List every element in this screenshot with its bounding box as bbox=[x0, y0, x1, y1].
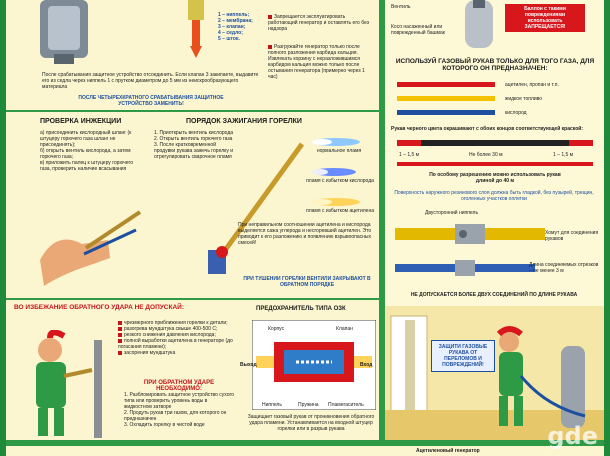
blue-hose-connection-illustration bbox=[395, 258, 535, 278]
flame-oxygen-label: пламя с избытком кислорода bbox=[306, 178, 374, 184]
hose-legend-acetylene: ацетилен, пропан и т.п. bbox=[505, 82, 559, 88]
cylinder-label-shoe: Косо насаженный или поврежденный башмак bbox=[391, 24, 445, 36]
worker-welding-illustration bbox=[24, 329, 110, 438]
hose-red-stripe bbox=[397, 82, 495, 87]
warning-text-1: Запрещается эксплуатировать работающий г… bbox=[268, 14, 369, 32]
hose-blue-stripe bbox=[397, 110, 495, 115]
fuse-label-spring: Пружина bbox=[298, 402, 319, 408]
backfire-items: чрезмерного приближения горелки к детали… bbox=[118, 320, 233, 356]
hand-with-torch-illustration bbox=[36, 200, 144, 288]
fuse-diagram bbox=[251, 319, 377, 411]
special-permit-note: По особому разрешению можно использовать… bbox=[429, 172, 561, 184]
bullet-icon bbox=[118, 338, 122, 343]
extinguish-note: ПРИ ТУШЕНИИ ГОРЕЛКИ ВЕНТИЛИ ЗАКРЫВАЮТ В … bbox=[243, 276, 371, 288]
flame-acetylene-label: пламя с избытком ацетилена bbox=[306, 208, 374, 214]
bottom-divider bbox=[6, 440, 604, 446]
hose-black-note: Рукав черного цвета окрашивают с обоих к… bbox=[391, 126, 584, 132]
section-divider bbox=[6, 110, 379, 112]
dim-middle: Не более 30 м bbox=[469, 152, 503, 158]
nipple-label: Двусторонний ниппель bbox=[425, 210, 479, 216]
bullet-icon bbox=[118, 350, 122, 355]
cylinder-label-valve: Вентиль bbox=[391, 4, 411, 10]
joint-limit-note: НЕ ДОПУСКАЕТСЯ БОЛЕЕ ДВУХ СОЕДИНЕНИЙ ПО … bbox=[410, 292, 578, 298]
protect-hoses-sign: ЗАЩИТИ ГАЗОВЫЕ РУКАВА ОТ ПЕРЕЛОМОВ И ПОВ… bbox=[431, 340, 495, 372]
footer-strip: Ацетиленовый генератор bbox=[6, 446, 604, 456]
ignition-title: ПОРЯДОК ЗАЖИГАНИЯ ГОРЕЛКИ bbox=[186, 118, 302, 125]
hose-black-end-left bbox=[397, 140, 421, 146]
bullet-icon bbox=[118, 320, 122, 325]
fuse-title: ПРЕДОХРАНИТЕЛЬ ТИПА ОЗК bbox=[256, 306, 346, 312]
injection-title: ПРОВЕРКА ИНЖЕКЦИИ bbox=[40, 118, 122, 125]
watermark: gde bbox=[547, 422, 598, 450]
flame-oxygen-icon bbox=[312, 164, 360, 176]
bullet-icon bbox=[118, 332, 122, 337]
cylinder-warning-badge: Баллон с такими повреждениями использова… bbox=[505, 4, 585, 32]
hose-legend-fuel: жидкое топливо bbox=[505, 96, 543, 102]
alert-icon bbox=[268, 44, 272, 49]
fuse-label-housing: Корпус bbox=[268, 326, 285, 332]
dim-left: 1 – 1,5 м bbox=[399, 152, 420, 158]
surface-note: Поверхность наружного резинового слоя до… bbox=[394, 190, 594, 202]
hose-connection-illustration bbox=[395, 220, 545, 248]
hose-yellow-stripe bbox=[397, 96, 495, 101]
hose-black-end-right bbox=[569, 140, 593, 146]
valve-illustration bbox=[176, 0, 216, 58]
left-column: 1 – ниппель; 2 – мембрана; 3 – клапан; 4… bbox=[6, 0, 379, 440]
alert-icon bbox=[268, 14, 272, 19]
section-divider bbox=[6, 298, 379, 300]
fuse-caption: Защищает газовый рукав от проникновения … bbox=[247, 414, 375, 432]
replace-note: ПОСЛЕ ЧЕТЫРЕХКРАТНОГО СРАБАТЫВАНИЯ ЗАЩИТ… bbox=[78, 95, 224, 107]
flame-acetylene-icon bbox=[312, 194, 360, 206]
fuse-label-arrestor: Пламегаситель bbox=[328, 402, 364, 408]
valve-parts-list: 1 – ниппель; 2 – мембрана; 3 – клапан; 4… bbox=[218, 12, 253, 42]
flame-normal-label: нормальное пламя bbox=[316, 148, 362, 154]
clamp-label: Хомут для соединения рукавов bbox=[545, 230, 599, 242]
backfire-need-list: 1. Разблокировать защитное устройство су… bbox=[124, 392, 235, 428]
fuse-label-outlet: Выход bbox=[240, 362, 257, 368]
warning-text-2: Разгружайте генератор только после полно… bbox=[268, 44, 365, 80]
poster: 1 – ниппель; 2 – мембрана; 3 – клапан; 4… bbox=[6, 0, 604, 456]
footer-label: Ацетиленовый генератор bbox=[416, 448, 480, 454]
injection-steps: а) присоединить кислородный шланг (к шту… bbox=[40, 130, 133, 172]
fuse-label-inlet: Вход bbox=[360, 362, 373, 368]
hose-legend-oxygen: кислород bbox=[505, 110, 527, 116]
after-note: После срабатывания защитное устройство о… bbox=[42, 72, 259, 90]
backfire-need-title: ПРИ ОБРАТНОМ УДАРЕ НЕОБХОДИМО: bbox=[143, 380, 215, 392]
dim-right: 1 – 1,5 м bbox=[553, 152, 574, 158]
hose-black-bar bbox=[397, 140, 593, 146]
fuse-label-valve: Клапан bbox=[336, 326, 353, 332]
fuse-label-nipple: Ниппель bbox=[262, 402, 282, 408]
column-divider bbox=[379, 0, 385, 440]
generator-illustration bbox=[34, 0, 94, 64]
bullet-icon bbox=[118, 326, 122, 331]
hose-split-red bbox=[397, 162, 593, 166]
flame-normal-icon bbox=[312, 134, 360, 146]
ignition-note: При неправильном соотношении ацетилена и… bbox=[238, 222, 372, 246]
wire-note: Длина соединяемых отрезков – не менее 3 … bbox=[529, 262, 599, 274]
ignition-steps: 1. Приоткрыть вентиль кислорода 2. Откры… bbox=[154, 130, 234, 160]
worker-with-hoses-illustration bbox=[385, 306, 604, 440]
backfire-title: ВО ИЗБЕЖАНИЕ ОБРАТНОГО УДАРА НЕ ДОПУСКАЙ… bbox=[14, 304, 184, 311]
torch-illustration bbox=[192, 140, 312, 280]
hose-title: ИСПОЛЬЗУЙ ГАЗОВЫЙ РУКАВ ТОЛЬКО ДЛЯ ТОГО … bbox=[395, 58, 595, 72]
right-column: Вентиль Баллон с такими повреждениями ис… bbox=[385, 0, 604, 440]
cylinder-illustration bbox=[457, 0, 501, 50]
